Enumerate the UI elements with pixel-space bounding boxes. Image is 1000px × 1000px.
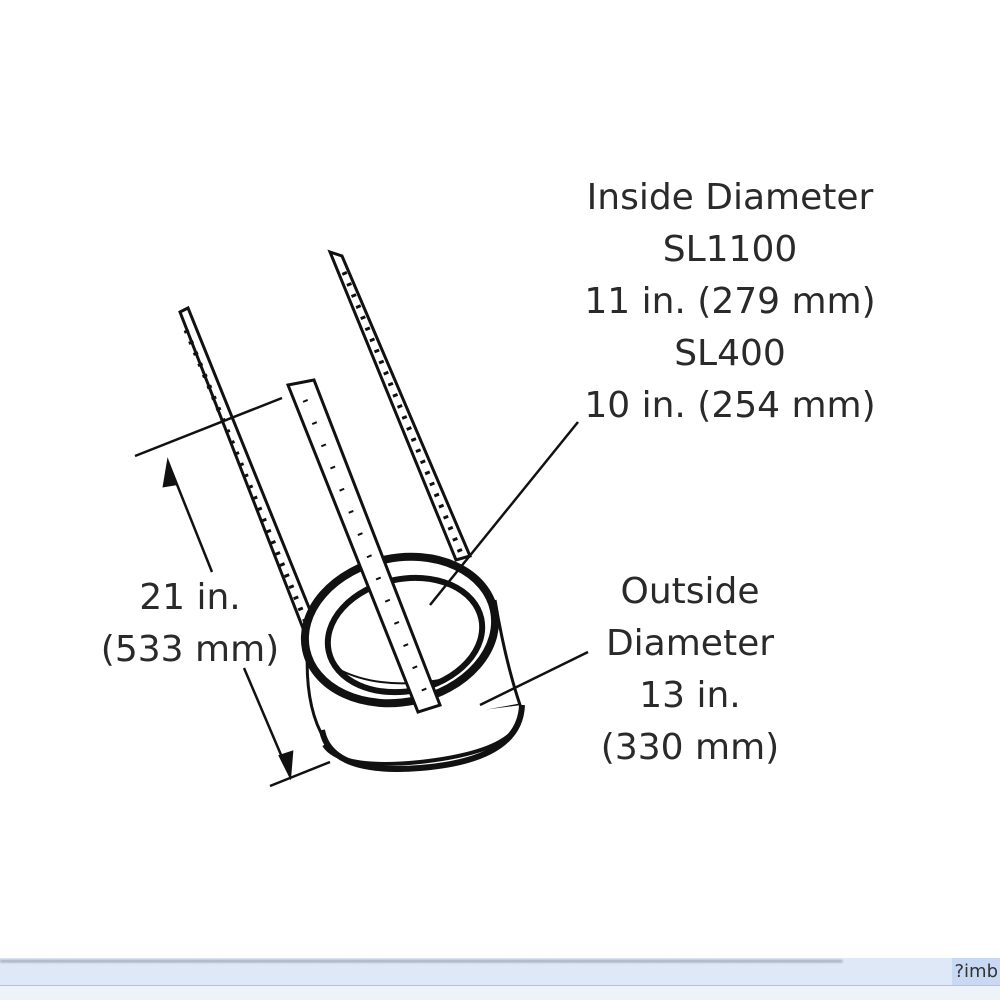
outside-diameter-line: Diameter	[605, 623, 775, 664]
status-url-tail: ?imb	[952, 958, 1000, 985]
length-dimension	[134, 396, 331, 788]
window-bottom-edge	[0, 986, 1000, 1000]
inside-diameter-model-2: SL400	[674, 333, 786, 374]
browser-status-bar: ▔▔▔▔▔▔▔▔▔▔▔▔▔▔▔▔▔▔▔▔▔▔▔▔▔▔▔▔▔▔▔▔▔▔▔▔▔▔▔▔…	[0, 958, 1000, 986]
length-label: 21 in. (533 mm)	[80, 572, 300, 676]
inside-diameter-leader	[429, 421, 579, 606]
inside-diameter-model-1: SL1100	[662, 229, 798, 270]
status-url-blurred: ▔▔▔▔▔▔▔▔▔▔▔▔▔▔▔▔▔▔▔▔▔▔▔▔▔▔▔▔▔▔▔▔▔▔▔▔▔▔▔▔…	[0, 960, 843, 978]
outside-diameter-leader	[479, 650, 589, 707]
inside-diameter-title: Inside Diameter	[586, 177, 874, 218]
outside-diameter-line: (330 mm)	[600, 727, 780, 768]
inside-diameter-size-1: 11 in. (279 mm)	[584, 281, 876, 322]
length-mm: (533 mm)	[100, 629, 280, 670]
outside-diameter-label: Outside Diameter 13 in. (330 mm)	[580, 566, 800, 774]
center-strap	[285, 378, 442, 714]
inside-diameter-label: Inside Diameter SL1100 11 in. (279 mm) S…	[560, 172, 900, 432]
length-inches: 21 in.	[139, 577, 241, 618]
outside-diameter-line: Outside	[620, 571, 760, 612]
outside-diameter-line: 13 in.	[639, 675, 741, 716]
inside-diameter-size-2: 10 in. (254 mm)	[584, 385, 876, 426]
